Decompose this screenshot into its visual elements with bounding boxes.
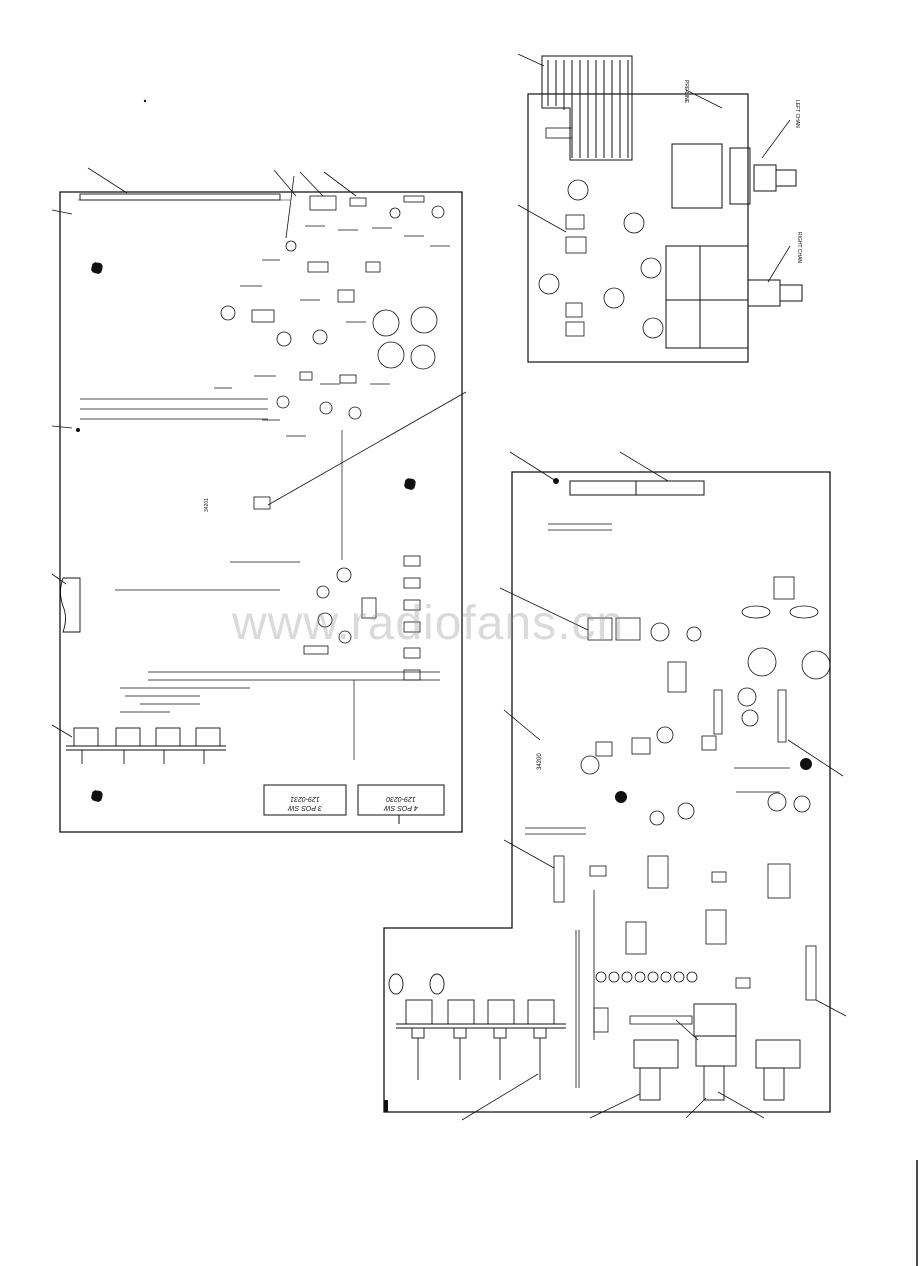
left-part-number-2: 129-0230 — [386, 795, 416, 802]
bottom-pcb-number: 34200 — [537, 753, 543, 770]
top-right-leader-lines — [517, 53, 791, 283]
left-switch-label-2: 4 POS SW — [383, 804, 418, 811]
left-part-number-1: 129-0231 — [290, 795, 320, 802]
bottom-right-pcb-board: 34200 — [383, 471, 831, 1113]
left-switch-label-1: 3 POS SW — [287, 804, 322, 811]
bottom-rca-jack-row — [388, 973, 566, 1080]
left-channel-jack-label: LEFT CHAN — [794, 100, 800, 128]
rca-jack-row — [66, 727, 226, 764]
left-leader-lines — [51, 167, 467, 738]
bottom-right-leader-lines — [461, 451, 847, 1121]
left-pcb-number: 34201 — [204, 498, 210, 512]
pre-line-plug-label: PRE-LINE — [683, 80, 689, 104]
left-pcb-board: 34201 3 POS SW 129-0231 4 POS SW 129-023… — [59, 191, 463, 833]
right-channel-jack-label: RIGHT CHAN — [796, 232, 802, 263]
bottom-potentiometer-row — [633, 1003, 801, 1101]
top-right-pcb-board: PRE-LINE LEFT CHAN RIGHT CHAN — [527, 55, 803, 363]
